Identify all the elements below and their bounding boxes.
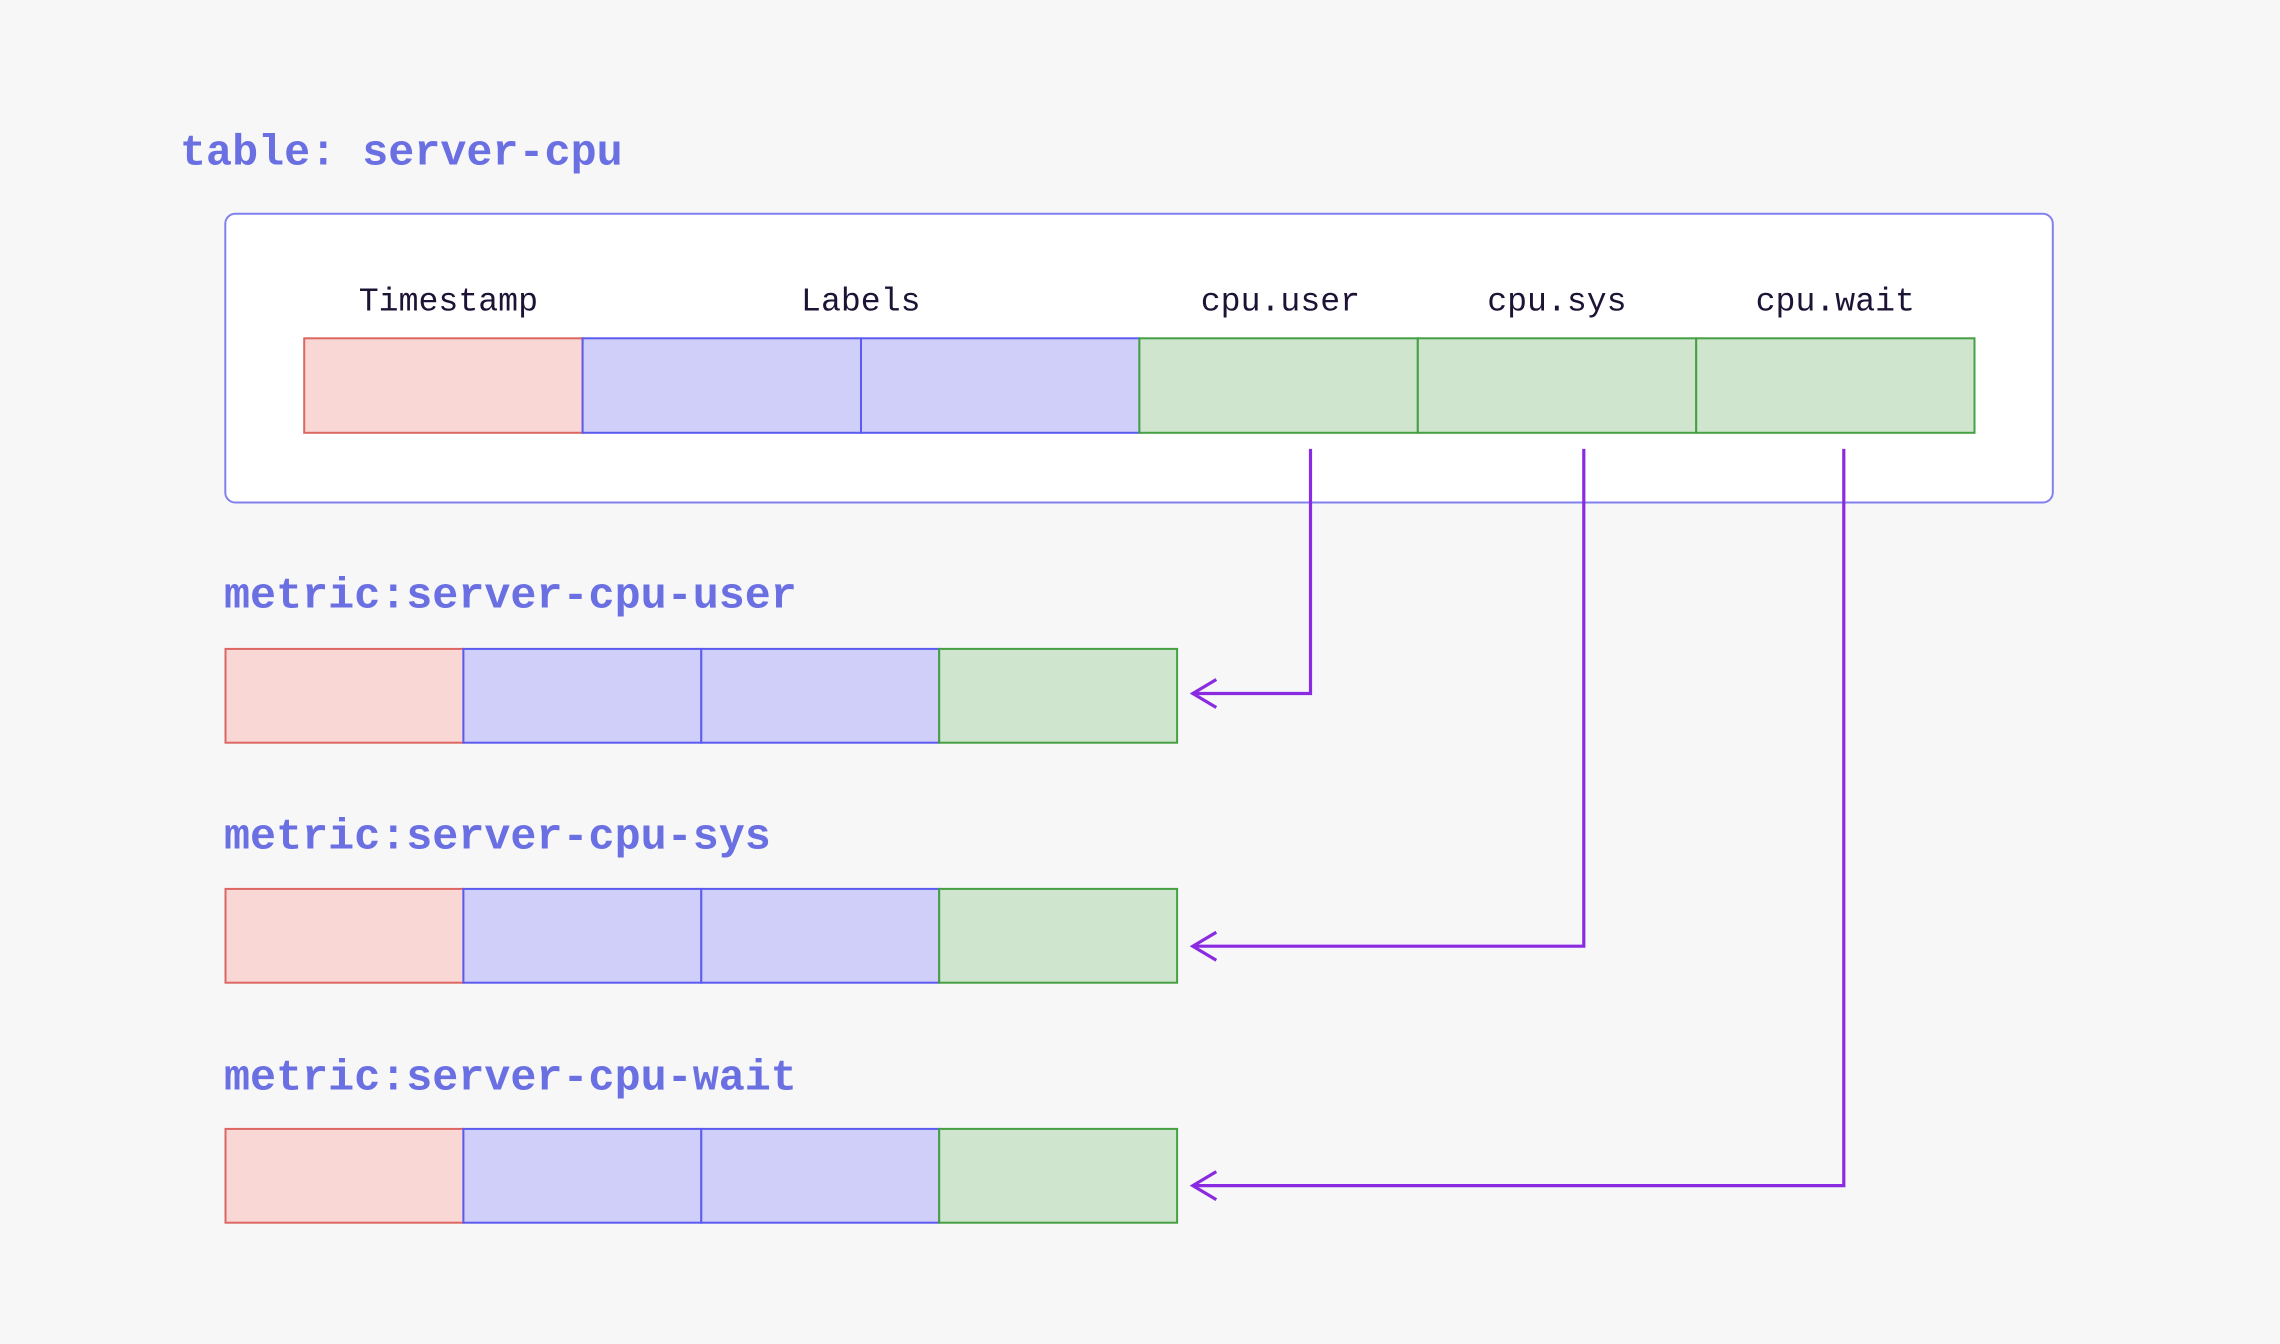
svg-text:cpu.user: cpu.user	[1201, 283, 1360, 321]
svg-text:cpu.wait: cpu.wait	[1756, 283, 1915, 321]
svg-text:Labels: Labels	[801, 283, 921, 321]
svg-text:metric:server-cpu-sys: metric:server-cpu-sys	[224, 814, 771, 863]
svg-text:table: server-cpu: table: server-cpu	[180, 130, 623, 179]
svg-text:metric:server-cpu-wait: metric:server-cpu-wait	[224, 1055, 797, 1104]
svg-text:cpu.sys: cpu.sys	[1487, 283, 1626, 321]
svg-text:metric:server-cpu-user: metric:server-cpu-user	[224, 573, 797, 622]
svg-text:Timestamp: Timestamp	[359, 283, 538, 321]
